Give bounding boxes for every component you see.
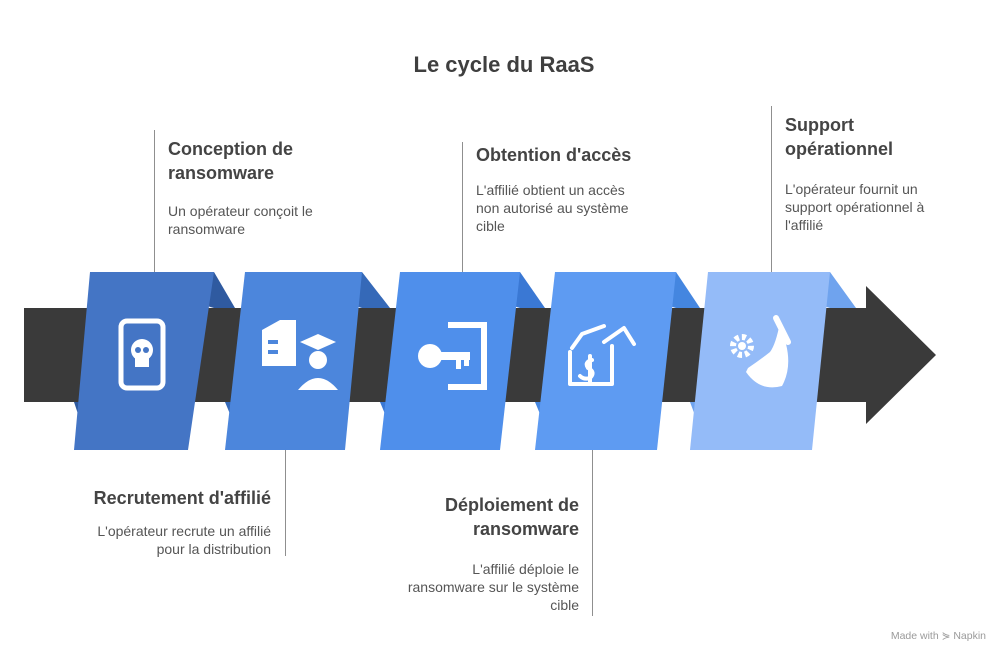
step-1-description: Un opérateur conçoit le ransomware xyxy=(168,203,313,237)
step-5-title: Support opérationnel xyxy=(785,115,894,159)
step-1-title: Conception de ransomware xyxy=(168,139,293,183)
step-3-title: Obtention d'accès xyxy=(476,145,632,165)
connector-line-5 xyxy=(771,106,772,272)
connector-line-4 xyxy=(592,450,593,616)
connector-line-2 xyxy=(285,450,286,556)
step-2-title: Recrutement d'affilié xyxy=(93,488,271,508)
key-door-icon xyxy=(418,322,487,390)
footer-credit: Made with ⋟ Napkin xyxy=(890,630,986,642)
step-3-description: L'affilié obtient un accès non autorisé … xyxy=(476,182,629,234)
step-2-description: L'opérateur recrute un affilié pour la d… xyxy=(97,523,271,557)
step-5-description: L'opérateur fournit un support opération… xyxy=(785,181,925,233)
hand-money-icon xyxy=(568,324,636,386)
step-4-panel xyxy=(535,272,700,450)
skull-phone-icon xyxy=(118,318,166,391)
step-3-panel xyxy=(380,272,545,450)
connector-line-1 xyxy=(154,130,155,272)
diagram-title: Le cycle du RaaS xyxy=(413,52,595,77)
gear-hand-icon xyxy=(730,315,791,388)
connector-line-3 xyxy=(462,142,463,272)
recruit-graduate-icon xyxy=(262,320,338,390)
step-4-title: Déploiement de ransomware xyxy=(444,495,579,539)
step-4-description: L'affilié déploie le ransomware sur le s… xyxy=(407,561,579,613)
